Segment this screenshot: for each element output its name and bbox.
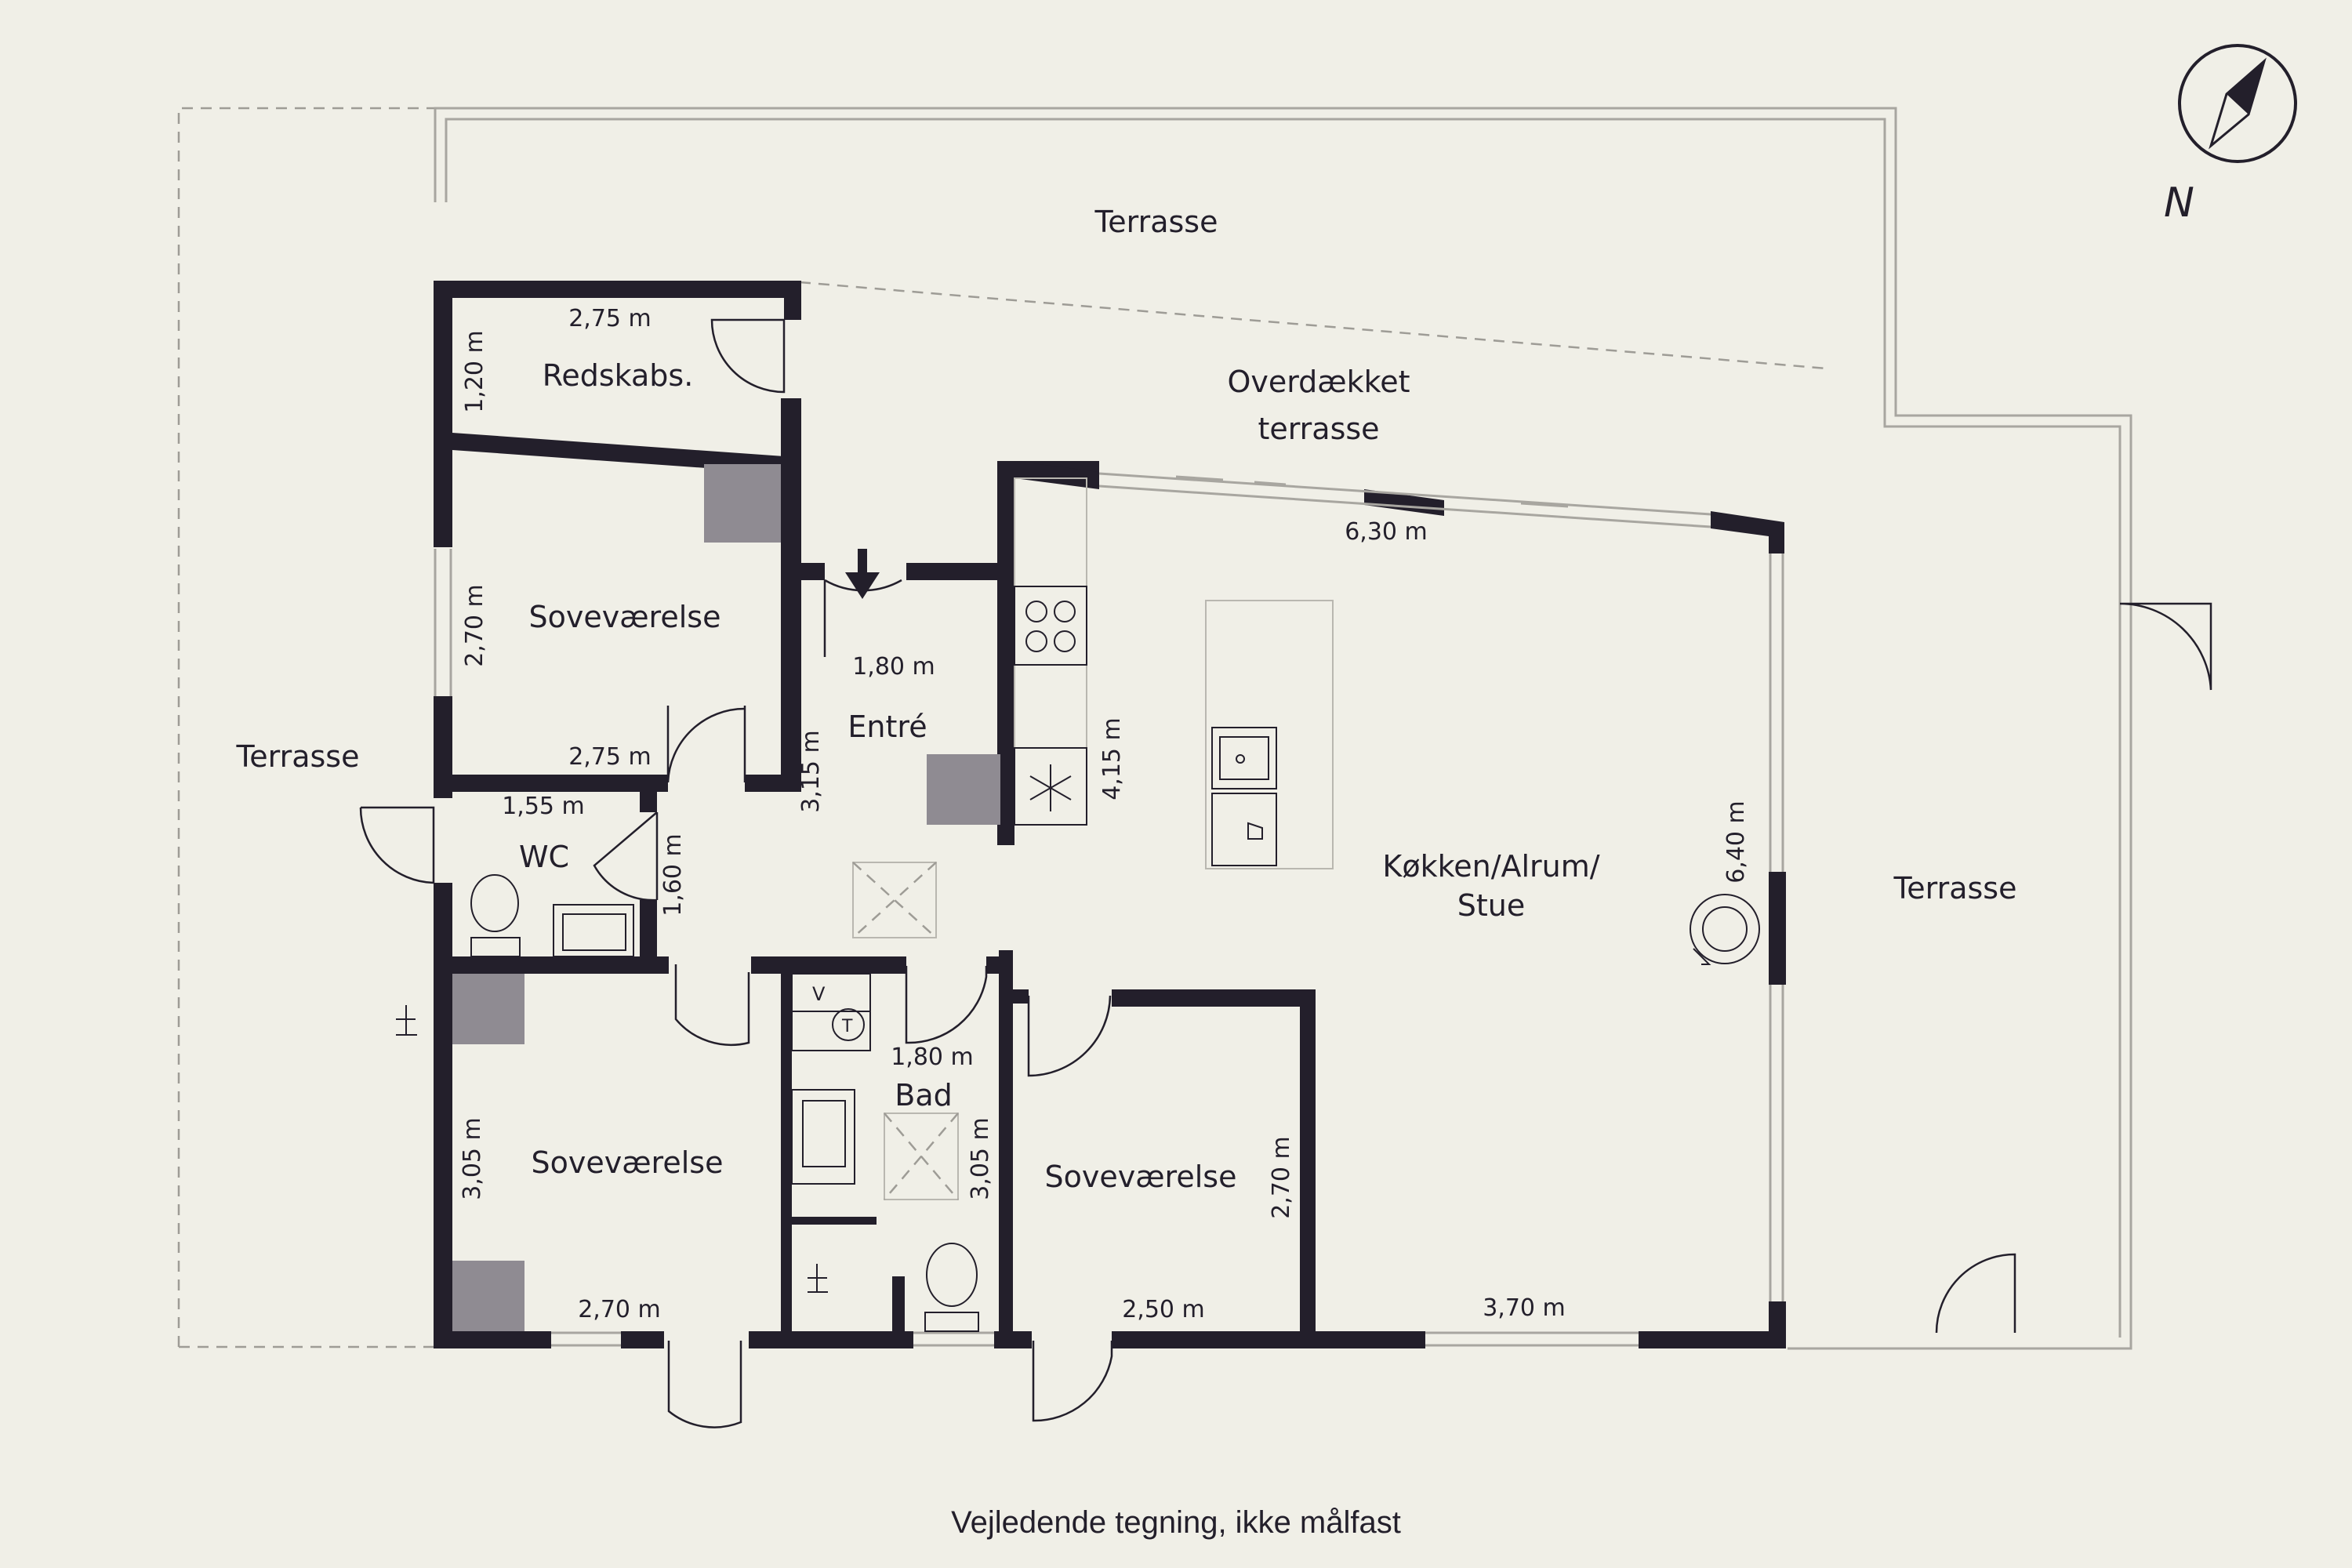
snowflake-icon [1029, 764, 1072, 811]
dim-wc-height: 1,60 m [659, 833, 687, 916]
dim-bad-height: 3,05 m [967, 1117, 994, 1200]
dim-sov1-width: 2,75 m [568, 743, 652, 771]
room-kokken-line1: Køkken/Alrum/ [1382, 849, 1599, 884]
compass-label: N [2164, 180, 2194, 227]
room-sovevaerelse-2: Soveværelse [532, 1145, 724, 1180]
dim-redskabs-height: 1,20 m [461, 330, 488, 413]
room-bad: Bad [895, 1078, 952, 1112]
room-wc: WC [519, 840, 569, 874]
dimension-labels: 2,75 m 1,20 m 2,70 m 2,75 m 1,55 m 1,60 … [459, 305, 1750, 1323]
room-redskabs: Redskabs. [543, 358, 694, 393]
dim-entre-height: 3,15 m [797, 730, 825, 813]
dryer-label: T [841, 1017, 853, 1036]
dim-sov3-width: 2,50 m [1122, 1296, 1205, 1323]
room-terrasse-right: Terrasse [1893, 871, 2017, 906]
dim-kitchen-height: 4,15 m [1098, 717, 1126, 800]
tap-icon [396, 1005, 828, 1293]
bathroom-fixtures [791, 973, 979, 1332]
dim-sov2-width: 2,70 m [578, 1296, 661, 1323]
dim-stue-height: 6,40 m [1722, 800, 1750, 884]
room-entre: Entré [848, 710, 927, 744]
columns [452, 464, 1000, 1331]
stove-icon [1690, 894, 1760, 965]
room-terrasse-left: Terrasse [236, 739, 360, 774]
dim-sov3-height: 2,70 m [1268, 1136, 1295, 1219]
windows [434, 472, 1784, 1347]
doors [359, 318, 2212, 1428]
room-labels: Terrasse Terrasse Terrasse Overdækket te… [236, 205, 2017, 1194]
entrance-arrow-icon [845, 549, 880, 599]
dim-wc-width: 1,55 m [502, 793, 585, 820]
kitchen-island [1205, 600, 1334, 869]
dim-sov2-height: 3,05 m [459, 1117, 486, 1200]
dim-entre-width: 1,80 m [852, 653, 935, 681]
kitchen-counter [1014, 477, 1087, 826]
dim-sov1-height: 2,70 m [461, 584, 488, 667]
room-terrasse-top: Terrasse [1094, 205, 1218, 239]
dim-stue-width: 3,70 m [1483, 1294, 1566, 1322]
disclaimer-note: Vejledende tegning, ikke målfast [951, 1505, 1401, 1540]
skylight [852, 862, 937, 938]
room-overdaekket-line1: Overdækket [1227, 365, 1410, 399]
room-overdaekket-line2: terrasse [1258, 412, 1379, 446]
washer-label: V [812, 983, 826, 1005]
room-sovevaerelse-1: Soveværelse [529, 600, 721, 634]
dim-overdaekket-width: 6,30 m [1345, 518, 1428, 546]
room-kokken-line2: Stue [1457, 888, 1525, 923]
room-sovevaerelse-3: Soveværelse [1045, 1160, 1237, 1194]
dim-redskabs-width: 2,75 m [568, 305, 652, 332]
dim-bad-width: 1,80 m [891, 1044, 974, 1071]
terrace-outline [177, 107, 2132, 1350]
walls [434, 281, 1786, 1348]
compass-icon [2178, 44, 2297, 163]
wc-fixtures [470, 874, 634, 957]
